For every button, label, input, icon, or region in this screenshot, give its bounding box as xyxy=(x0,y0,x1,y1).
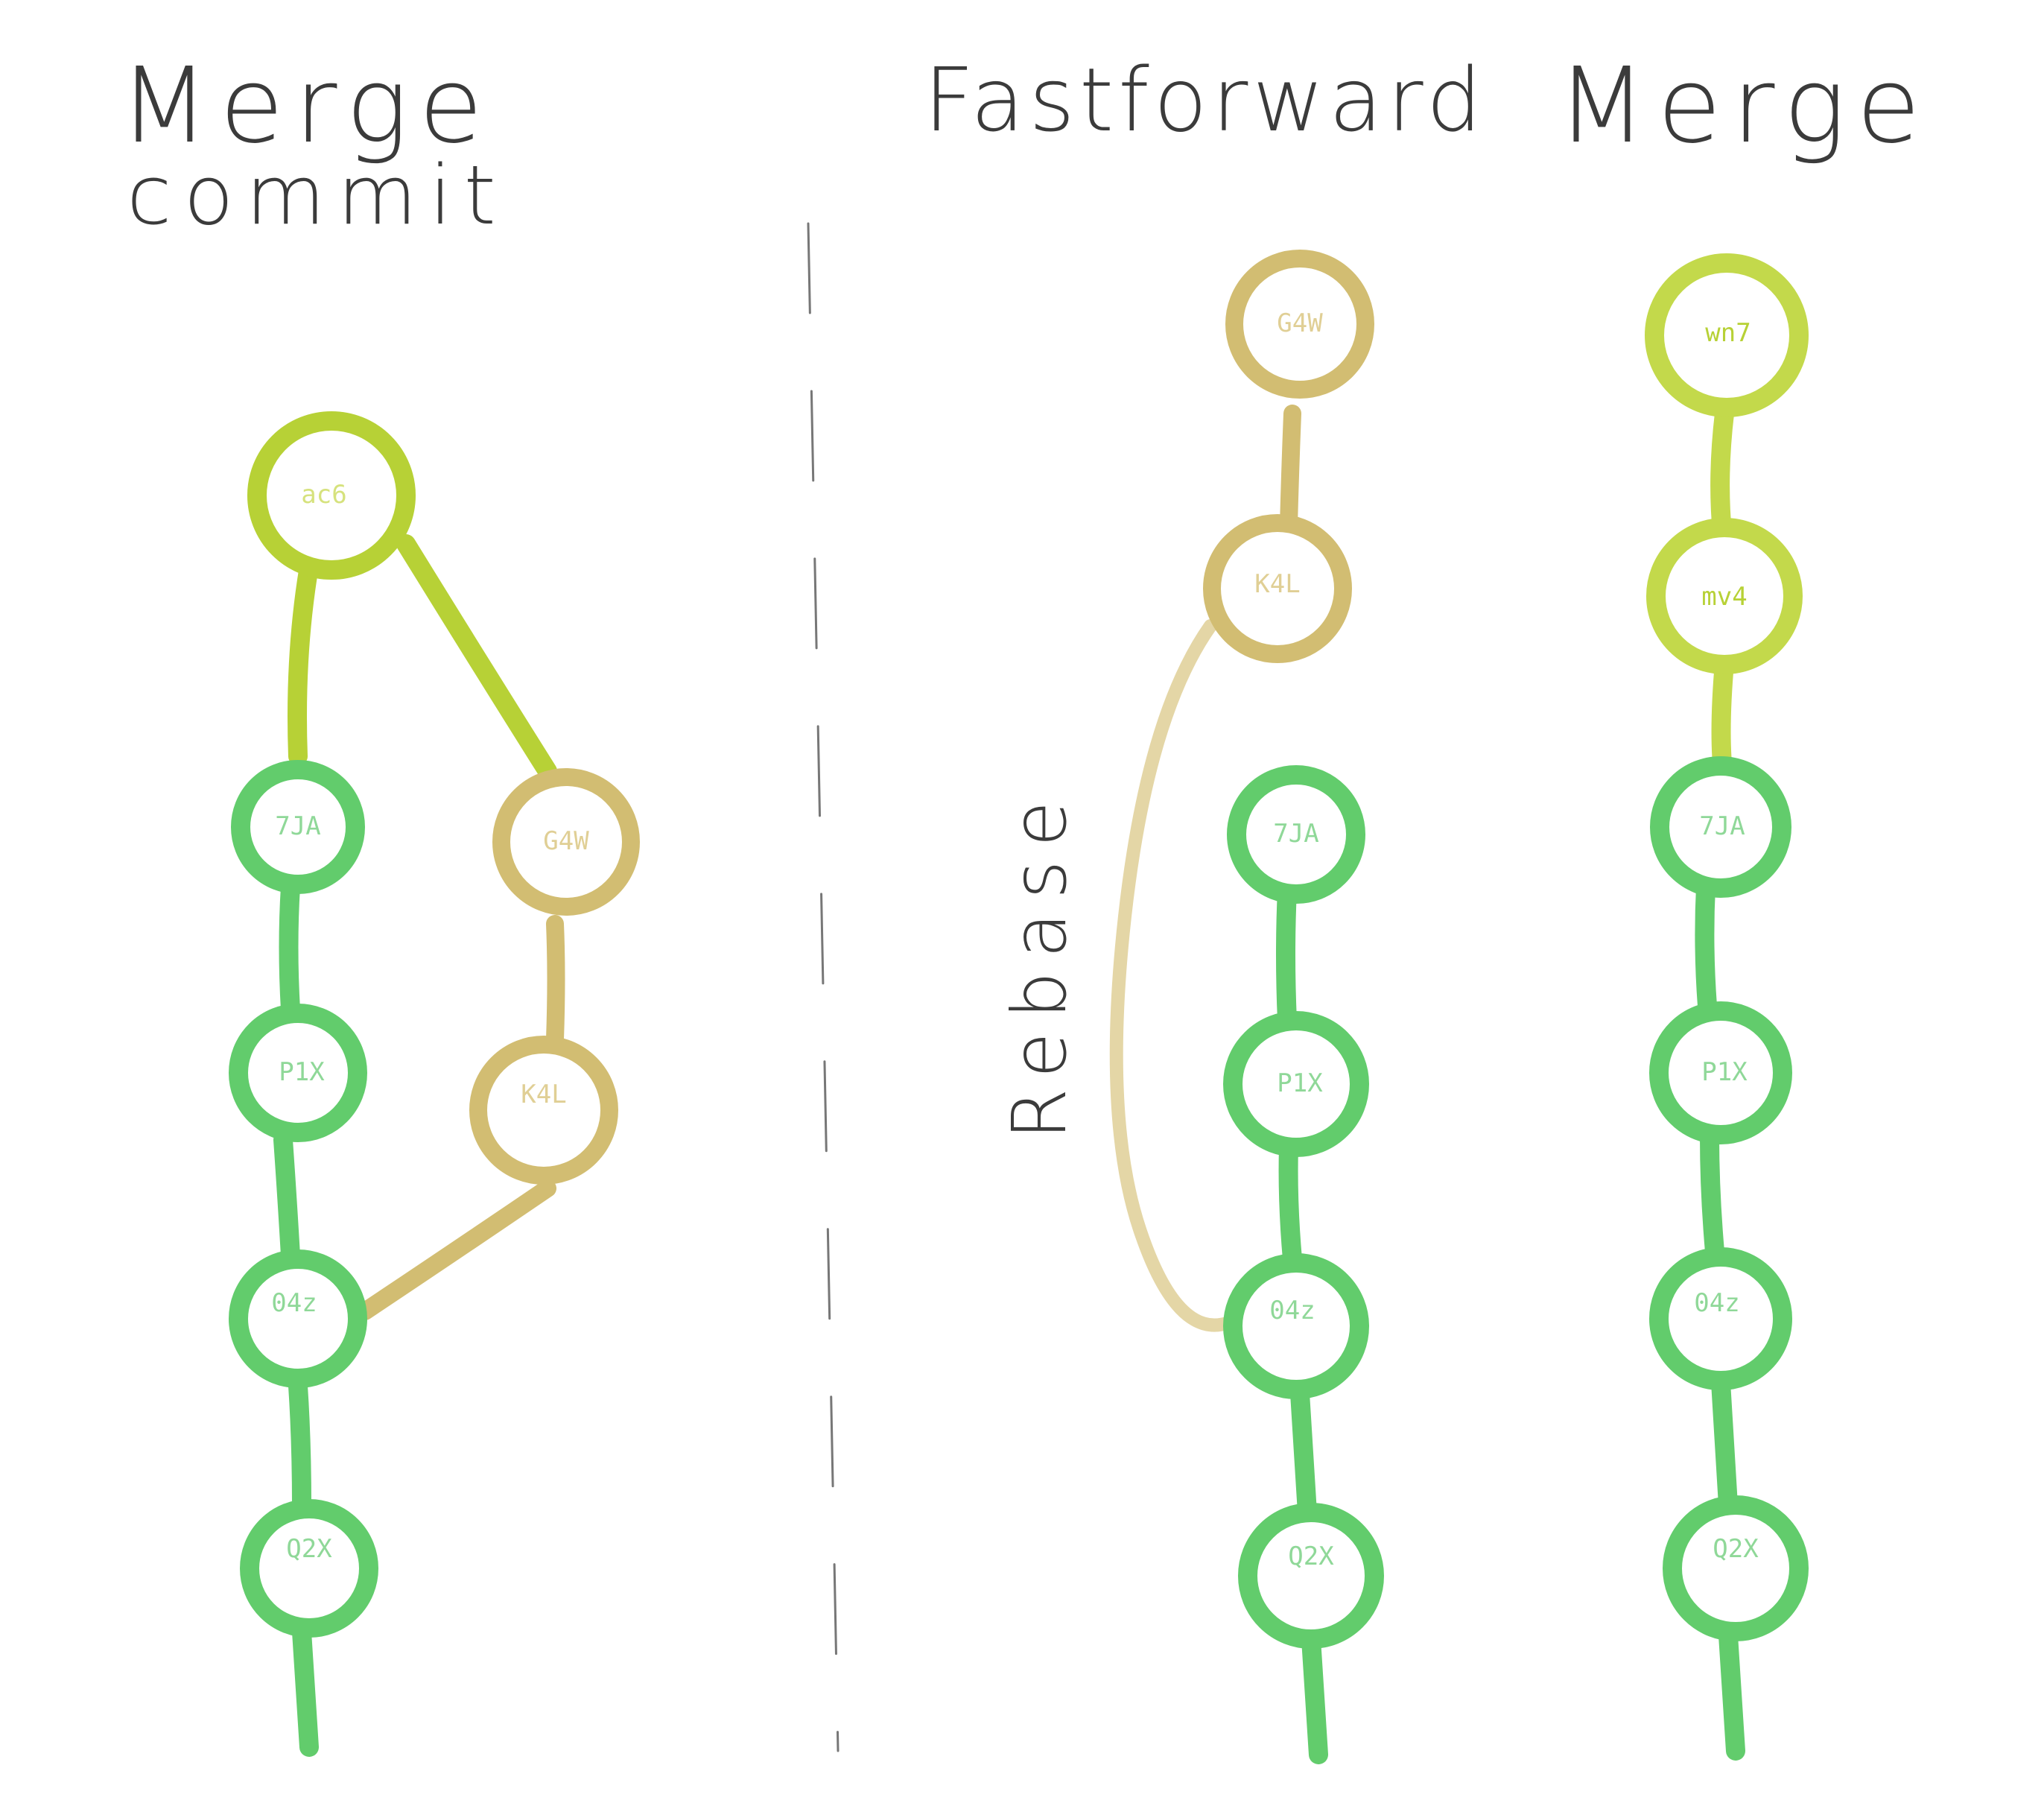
edge-P1X-04z xyxy=(1700,1127,1724,1261)
commit-hash: 7JA xyxy=(1273,819,1318,849)
commit-hash: Q2X xyxy=(286,1534,332,1564)
commit-hash: wn7 xyxy=(1705,318,1751,348)
commit-node-G4W: G4W xyxy=(492,768,640,916)
commit-hash: G4W xyxy=(543,826,589,856)
edge-G4W-K4L xyxy=(546,915,565,1048)
commit-node-04z: 04z xyxy=(229,1249,367,1388)
section-divider xyxy=(807,222,840,1752)
edge-Q2X-tail xyxy=(1301,1629,1328,1764)
commit-hash: G4W xyxy=(1277,308,1323,338)
edge-04z-Q2X xyxy=(1711,1372,1738,1515)
rebase-arc xyxy=(1109,619,1236,1332)
title-merge-commit-line1: Merge xyxy=(119,45,493,167)
commit-hash: 04z xyxy=(1269,1296,1315,1325)
commit-node-wn7: wn7 xyxy=(1645,253,1809,417)
edge-P1X-04z xyxy=(1278,1138,1302,1269)
title-fastforward: Fastforward xyxy=(924,48,1487,151)
commit-node-Q2X: Q2X xyxy=(240,1499,378,1638)
commit-hash: 7JA xyxy=(1699,811,1745,841)
commit-node-04z: 04z xyxy=(1223,1253,1369,1399)
commit-hash: P1X xyxy=(1701,1057,1748,1087)
commit-hash: mv4 xyxy=(1701,582,1747,612)
title-merge: Merge xyxy=(1557,45,1931,167)
commit-hash: 04z xyxy=(1694,1288,1739,1318)
commit-hash: 7JA xyxy=(275,811,320,841)
commit-node-K4L: K4L xyxy=(1203,514,1352,663)
commit-hash: ac6 xyxy=(301,480,346,510)
rebase-label: Rebase xyxy=(996,788,1083,1140)
edge-04z-Q2X xyxy=(288,1376,311,1515)
commit-node-G4W: G4W xyxy=(1225,250,1374,399)
edge-7JA-P1X xyxy=(1276,881,1297,1030)
commit-hash: P1X xyxy=(1277,1068,1323,1098)
commit-hash: 04z xyxy=(271,1288,317,1318)
commit-node-ac6: ac6 xyxy=(247,411,416,580)
edge-mv4-7JA xyxy=(1711,653,1734,773)
edge-wn7-mv4 xyxy=(1710,404,1734,542)
commit-node-P1X: P1X xyxy=(229,1004,367,1142)
merge-diagram: wn7 mv4 7JA P1X 04z Q2X xyxy=(1645,253,1809,1761)
edge-P1X-04z xyxy=(273,1130,300,1265)
edge-Q2X-tail xyxy=(292,1622,319,1757)
edge-ac6-7JA xyxy=(288,557,319,766)
merge-commit-diagram: ac6 7JA P1X 04z Q2X G4W K4L xyxy=(229,411,640,1757)
edge-Q2X-tail xyxy=(1718,1626,1745,1761)
commit-node-Q2X: Q2X xyxy=(1238,1503,1384,1649)
commit-hash: K4L xyxy=(521,1080,566,1109)
commit-hash: P1X xyxy=(279,1057,325,1087)
commit-node-K4L: K4L xyxy=(469,1036,618,1185)
fastforward-diagram: G4W K4L 7JA P1X 04z Q2X xyxy=(1109,250,1384,1764)
commit-node-mv4: mv4 xyxy=(1646,518,1803,674)
commit-node-P1X: P1X xyxy=(1649,1001,1792,1144)
commit-hash: K4L xyxy=(1254,569,1300,599)
edge-7JA-P1X xyxy=(279,877,300,1019)
edge-G4W-K4L xyxy=(1280,405,1301,534)
commit-node-04z: 04z xyxy=(1649,1247,1792,1390)
commit-node-7JA: 7JA xyxy=(231,760,365,894)
commit-node-7JA: 7JA xyxy=(1227,765,1365,904)
commit-hash: Q2X xyxy=(1288,1542,1334,1571)
commit-node-P1X: P1X xyxy=(1223,1011,1369,1157)
commit-node-7JA: 7JA xyxy=(1650,756,1791,898)
edge-K4L-04z xyxy=(356,1179,556,1320)
title-merge-commit-line2: commit xyxy=(127,148,508,243)
edge-7JA-P1X xyxy=(1695,877,1717,1016)
commit-hash: Q2X xyxy=(1713,1534,1759,1564)
edge-04z-Q2X xyxy=(1290,1384,1317,1522)
edge-ac6-G4W xyxy=(396,534,557,781)
commit-node-Q2X: Q2X xyxy=(1663,1495,1809,1641)
